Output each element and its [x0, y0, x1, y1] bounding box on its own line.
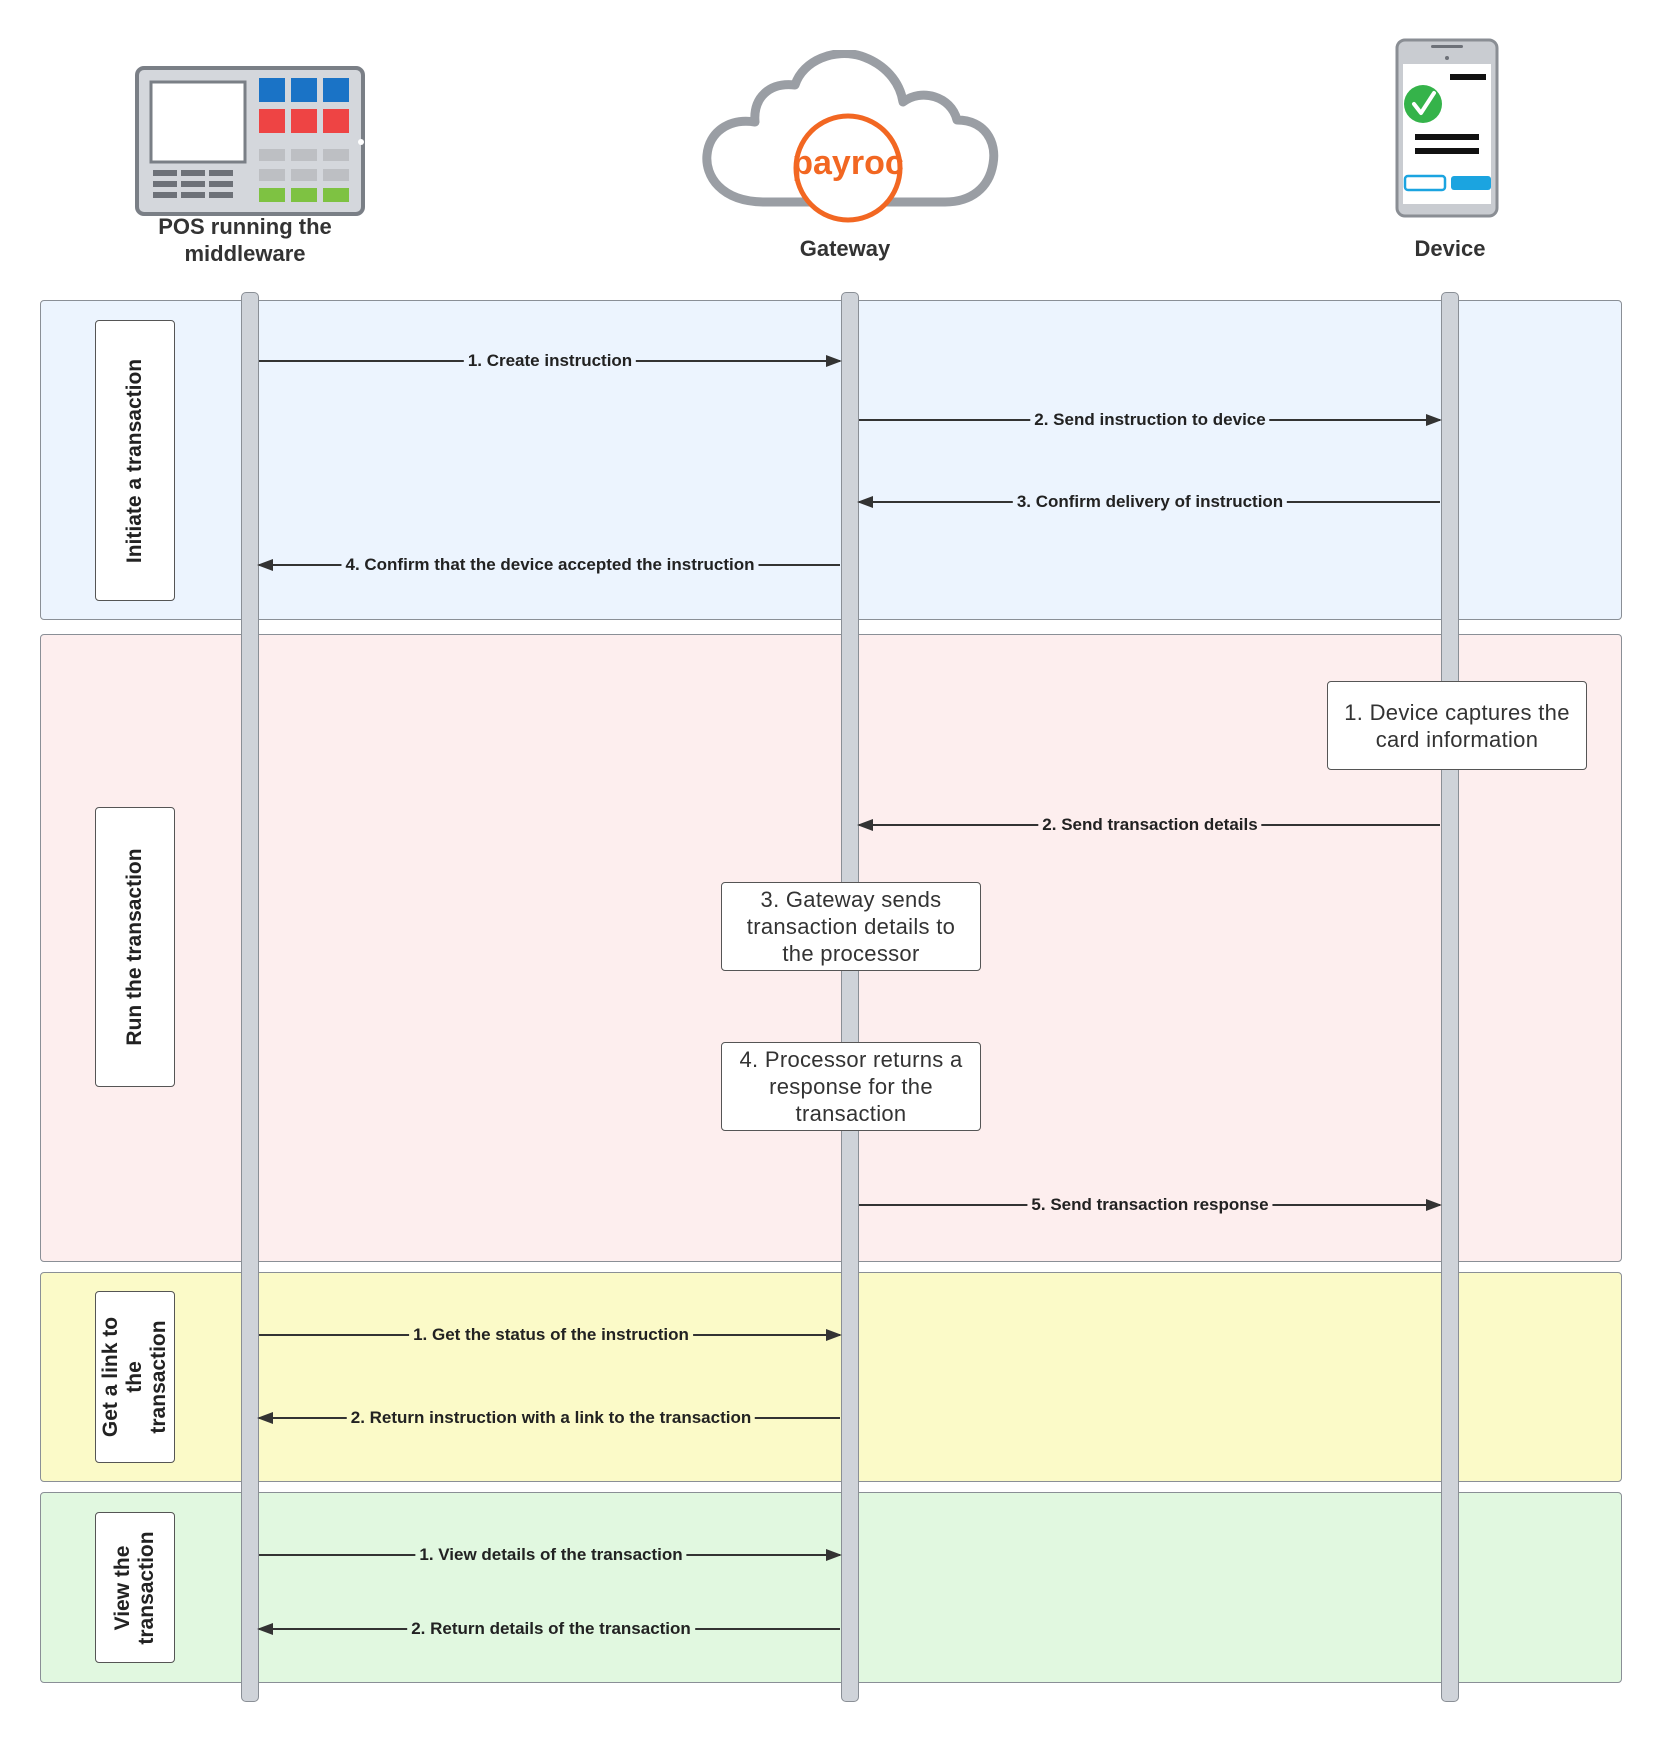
- band-link: [40, 1272, 1622, 1482]
- band-label-run: Run the transaction: [95, 807, 175, 1087]
- note-processor-returns: 4. Processor returns a response for the …: [721, 1042, 981, 1131]
- device-phone-icon: [1395, 38, 1499, 218]
- message-label: 3. Confirm delivery of instruction: [1012, 492, 1288, 512]
- payroc-cloud-logo: payroc: [702, 50, 999, 223]
- message-label: 1. Create instruction: [463, 351, 637, 371]
- band-view: [40, 1492, 1622, 1683]
- note-device-captures: 1. Device captures the card information: [1327, 681, 1587, 770]
- actor-device-name: Device: [1414, 236, 1486, 261]
- pos-terminal-icon: [135, 66, 365, 216]
- band-label-view: View the transaction: [95, 1512, 175, 1663]
- message-label: 2. Send transaction details: [1038, 815, 1262, 835]
- band-label-link: Get a link to the transaction: [95, 1291, 175, 1463]
- message-label: 2. Send instruction to device: [1030, 410, 1270, 430]
- message-label: 1. View details of the transaction: [415, 1545, 687, 1565]
- actor-pos-name: POS running the middleware: [158, 214, 332, 266]
- message-label: 2. Return instruction with a link to the…: [346, 1408, 756, 1428]
- actor-gateway-name: Gateway: [799, 236, 891, 261]
- note-gateway-sends: 3. Gateway sends transaction details to …: [721, 882, 981, 971]
- band-initiate: [40, 300, 1622, 620]
- message-label: 4. Confirm that the device accepted the …: [341, 555, 759, 575]
- checkmark-icon: [1412, 91, 1436, 115]
- message-label: 2. Return details of the transaction: [407, 1619, 695, 1639]
- lifeline-gateway: [841, 292, 859, 1702]
- band-label-initiate: Initiate a transaction: [95, 320, 175, 601]
- message-label: 1. Get the status of the instruction: [409, 1325, 693, 1345]
- message-label: 5. Send transaction response: [1027, 1195, 1273, 1215]
- payroc-logo-text: payroc: [792, 144, 904, 182]
- lifeline-device: [1441, 292, 1459, 1702]
- lifeline-pos: [241, 292, 259, 1702]
